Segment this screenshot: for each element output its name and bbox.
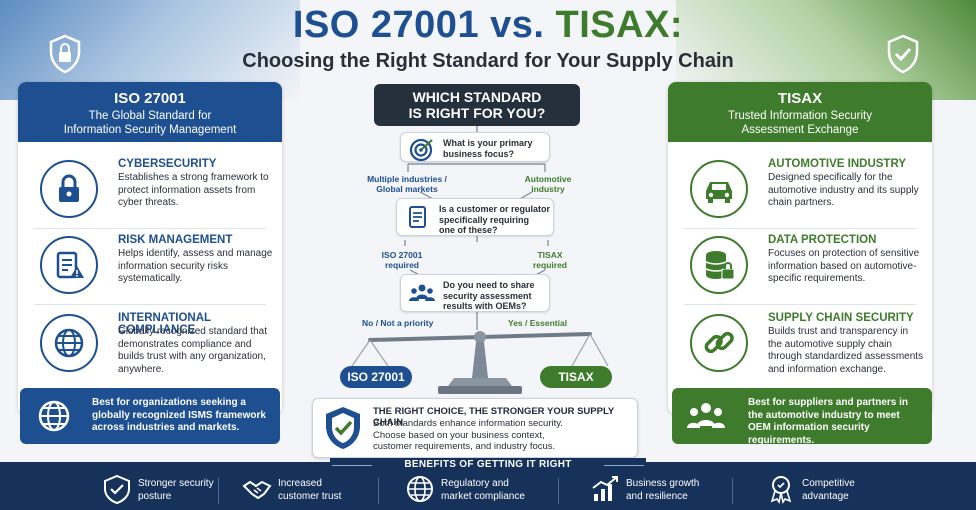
shield-check-icon	[887, 34, 919, 74]
chain-link-icon	[690, 314, 748, 372]
growth-chart-icon	[592, 476, 618, 501]
shield-check-icon	[104, 474, 130, 504]
item-text: Establishes a strong framework to protec…	[118, 172, 269, 208]
globe-icon	[407, 476, 433, 502]
separator	[218, 478, 219, 504]
question-box-3: Do you need to share security assessment…	[400, 274, 550, 312]
award-ribbon-icon	[770, 476, 792, 504]
tisax-panel-subtitle: Assessment Exchange	[741, 124, 859, 136]
item-title: DATA PROTECTION	[768, 234, 877, 246]
item-text: Helps identify, assess and manage inform…	[118, 248, 273, 284]
iso-panel: ISO 27001 The Global Standard for Inform…	[18, 82, 282, 414]
tisax-footer: Best for suppliers and partners in the a…	[672, 388, 932, 446]
question-box-1: What is your primary business focus?	[400, 132, 550, 162]
page-title: ISO 27001 vs. TISAX:	[0, 4, 976, 47]
page-subtitle: Choosing the Right Standard for Your Sup…	[242, 50, 734, 72]
tisax-panel-subtitle: Trusted Information Security	[727, 110, 873, 122]
title-tisax: TISAX:	[555, 4, 684, 46]
iso-footer: Best for organizations seeking a globall…	[20, 388, 280, 444]
item-title: CYBERSECURITY	[118, 158, 217, 170]
tisax-item-automotive: AUTOMOTIVE INDUSTRY Designed specificall…	[668, 154, 932, 224]
checklist-warning-icon	[40, 236, 98, 294]
tisax-footer-text: Best for suppliers and partners in the a…	[748, 397, 909, 446]
target-icon	[409, 138, 433, 162]
separator	[378, 478, 379, 504]
title-vs: vs.	[490, 4, 545, 46]
car-icon	[690, 160, 748, 218]
separator	[558, 478, 559, 504]
tisax-panel-header: TISAX Trusted Information Security Asses…	[668, 82, 932, 142]
iso-item-risk-management: RISK MANAGEMENT Helps identify, assess a…	[18, 230, 282, 300]
item-text: Focuses on protection of sensitive infor…	[768, 248, 920, 284]
item-title: SUPPLY CHAIN SECURITY	[768, 312, 914, 324]
branch-multiple-industries: Multiple industries /Global markets	[367, 174, 447, 194]
branch-yes-essential: Yes / Essential	[508, 318, 568, 328]
handshake-icon	[242, 480, 272, 500]
divider	[34, 304, 266, 305]
scale-pan-iso: ISO 27001	[340, 366, 412, 388]
center-heading: WHICH STANDARD IS RIGHT FOR YOU?	[374, 84, 580, 126]
database-lock-icon	[690, 236, 748, 294]
iso-item-cybersecurity: CYBERSECURITY Establishes a strong frame…	[18, 154, 282, 224]
shield-check-icon	[326, 407, 360, 449]
divider	[34, 228, 266, 229]
question-box-2: Is a customer or regulator specifically …	[396, 198, 554, 236]
tisax-panel-title: TISAX	[777, 90, 823, 107]
globe-icon	[40, 314, 98, 372]
people-icon	[409, 284, 435, 301]
balance-scale-icon	[351, 331, 609, 394]
iso-panel-subtitle: Information Security Management	[63, 124, 237, 136]
choice-title: THE RIGHT CHOICE, THE STRONGER YOUR SUPP…	[373, 406, 615, 428]
item-title: AUTOMOTIVE INDUSTRY	[768, 158, 907, 170]
benefits-label: BENEFITS OF GETTING IT RIGHT	[330, 458, 646, 472]
iso-item-international-compliance: INTERNATIONAL COMPLIANCE Globally recogn…	[18, 308, 282, 378]
title-iso: ISO 27001	[292, 4, 480, 46]
divider	[684, 228, 916, 229]
separator	[732, 478, 733, 504]
tisax-panel: TISAX Trusted Information Security Asses…	[668, 82, 932, 414]
iso-panel-header: ISO 27001 The Global Standard for Inform…	[18, 82, 282, 142]
iso-panel-title: ISO 27001	[114, 90, 186, 107]
center-heading-line: IS RIGHT FOR YOU?	[408, 105, 546, 121]
question-text: Is a customer or regulator specifically …	[439, 204, 551, 235]
lock-shield-icon	[49, 34, 81, 74]
globe-icon	[38, 400, 70, 432]
checklist-icon	[409, 206, 426, 228]
branch-no-priority: No / Not a priority	[362, 318, 434, 328]
divider	[684, 304, 916, 305]
item-text: Globally recognized standard that demons…	[118, 326, 267, 375]
choice-text: Both standards enhance information secur…	[373, 418, 563, 452]
item-text: Builds trust and transparency in the aut…	[768, 326, 924, 375]
item-text: Designed specifically for the automotive…	[768, 172, 919, 208]
team-icon	[687, 403, 725, 428]
question-text: Do you need to share security assessment…	[443, 280, 535, 311]
item-title: INTERNATIONAL COMPLIANCE	[118, 312, 211, 336]
question-text: What is your primary business focus?	[443, 138, 533, 159]
item-title: RISK MANAGEMENT	[118, 234, 233, 246]
iso-panel-subtitle: The Global Standard for	[88, 110, 212, 122]
tisax-item-supply-chain: SUPPLY CHAIN SECURITY Builds trust and t…	[668, 308, 932, 378]
lock-icon	[40, 160, 98, 218]
center-heading-line: WHICH STANDARD	[412, 89, 542, 105]
iso-footer-text: Best for organizations seeking a globall…	[92, 397, 266, 433]
scale-pan-tisax: TISAX	[540, 366, 612, 388]
right-choice-box: THE RIGHT CHOICE, THE STRONGER YOUR SUPP…	[312, 398, 638, 458]
tisax-item-data-protection: DATA PROTECTION Focuses on protection of…	[668, 230, 932, 300]
